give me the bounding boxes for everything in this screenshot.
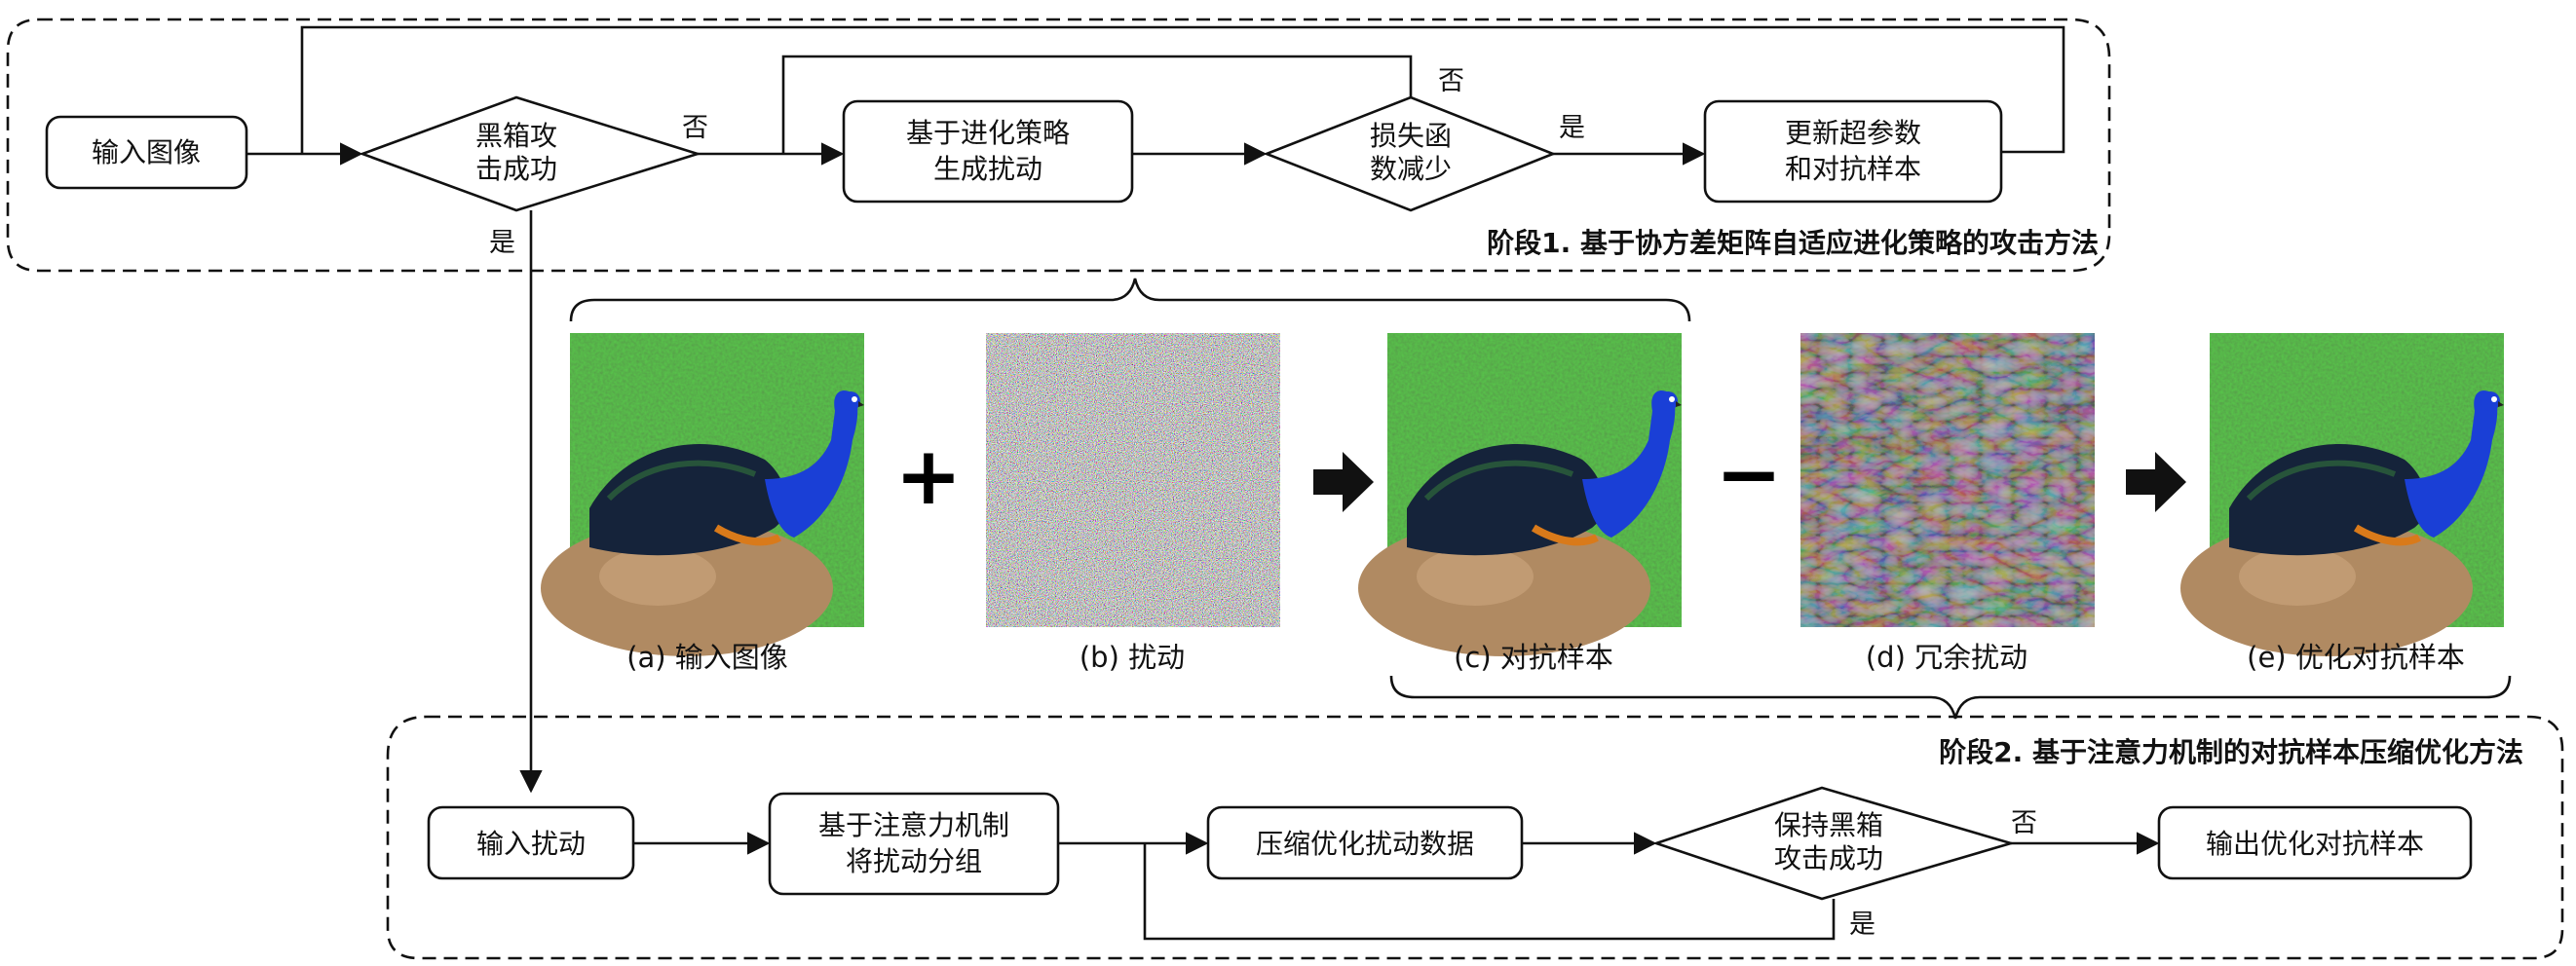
edge-no-loop [781, 55, 1413, 154]
plus-sign: + [895, 430, 963, 523]
arrow-right-1 [1313, 452, 1374, 512]
brace-stage1 [569, 278, 1691, 322]
svg-text:输入图像: 输入图像 [92, 136, 201, 168]
svg-text:攻击成功: 攻击成功 [1774, 842, 1883, 874]
svg-text:黑箱攻: 黑箱攻 [475, 120, 557, 152]
svg-text:和对抗样本: 和对抗样本 [1785, 153, 1921, 185]
image-perturbation [986, 333, 1280, 627]
edge-label-no-stage2: 否 [2011, 808, 2037, 838]
svg-text:生成扰动: 生成扰动 [933, 153, 1042, 185]
edge-label-no2: 否 [1438, 66, 1464, 96]
node-compress-perturbation: 压缩优化扰动数据 [1206, 805, 1524, 880]
stage1-label: 阶段1. 基于协方差矩阵自适应进化策略的攻击方法 [1487, 227, 2099, 259]
caption-e: (e) 优化对抗样本 [2247, 641, 2465, 674]
image-optimized-adversarial [2180, 333, 2504, 656]
node-group-perturbation: 基于注意力机制 将扰动分组 [768, 792, 1060, 896]
node-generate-perturbation: 基于进化策略 生成扰动 [842, 99, 1134, 204]
node-output-optimized: 输出优化对抗样本 [2157, 805, 2473, 880]
stage1-region [6, 18, 2111, 273]
edge-label-no1: 否 [682, 113, 708, 143]
edge-yes-loop-stage2 [1143, 843, 1836, 941]
node-input-perturbation: 输入扰动 [427, 805, 635, 880]
svg-text:输出优化对抗样本: 输出优化对抗样本 [2206, 828, 2424, 860]
svg-text:保持黑箱: 保持黑箱 [1774, 809, 1883, 841]
caption-c: (c) 对抗样本 [1454, 641, 1613, 674]
svg-text:压缩优化扰动数据: 压缩优化扰动数据 [1256, 828, 1474, 860]
caption-d: (d) 冗余扰动 [1866, 641, 2027, 674]
svg-text:击成功: 击成功 [475, 153, 557, 185]
arrow-right-2 [2126, 452, 2186, 512]
svg-text:基于注意力机制: 基于注意力机制 [818, 809, 1009, 841]
image-input [541, 333, 864, 656]
edge-update-loop [300, 25, 2065, 154]
caption-a: (a) 输入图像 [626, 641, 788, 674]
svg-text:将扰动分组: 将扰动分组 [846, 845, 982, 877]
caption-b: (b) 扰动 [1080, 641, 1185, 674]
svg-text:更新超参数: 更新超参数 [1785, 117, 1921, 149]
image-redundant-perturbation [1800, 333, 2095, 627]
svg-text:损失函: 损失函 [1370, 120, 1452, 152]
stage2-label: 阶段2. 基于注意力机制的对抗样本压缩优化方法 [1939, 736, 2523, 768]
svg-text:输入扰动: 输入扰动 [476, 828, 586, 860]
decision-keep-success: 保持黑箱 攻击成功 [1651, 786, 2016, 901]
image-adversarial [1358, 333, 1682, 656]
node-input-image: 输入图像 [45, 115, 248, 190]
svg-text:数减少: 数减少 [1370, 153, 1452, 185]
edge-label-yes1: 是 [489, 228, 515, 258]
edge-label-yes2: 是 [1559, 113, 1585, 143]
svg-text:基于进化策略: 基于进化策略 [906, 117, 1070, 149]
stage2-region [386, 715, 2564, 960]
node-update-params: 更新超参数 和对抗样本 [1703, 99, 2003, 204]
minus-sign: − [1716, 428, 1783, 521]
brace-stage2 [1389, 675, 2512, 720]
decision-blackbox-success: 黑箱攻 击成功 [359, 95, 702, 212]
decision-loss-decrease: 损失函 数减少 [1263, 95, 1557, 212]
edge-label-yes-stage2: 是 [1849, 910, 1875, 940]
